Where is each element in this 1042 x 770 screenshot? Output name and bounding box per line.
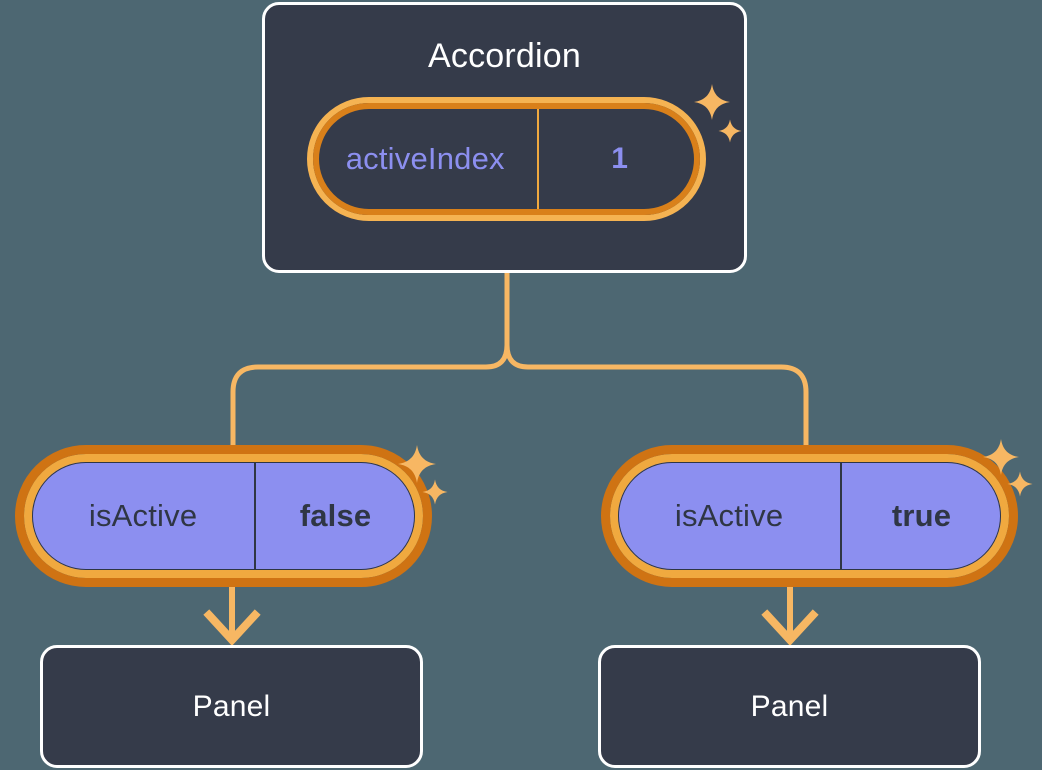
state-pill-key: activeIndex <box>345 141 505 176</box>
state-pill-divider <box>537 103 540 215</box>
sparkle-icon-left-small <box>421 478 449 506</box>
sparkle-icon-right-small <box>1006 470 1034 498</box>
wire-branch-left <box>230 344 510 458</box>
state-pill-isactive-left[interactable]: isActive false <box>15 445 432 587</box>
state-pill-value: false <box>299 498 372 533</box>
wire-branch-right <box>504 344 809 458</box>
state-pill-key: isActive <box>674 498 784 533</box>
component-card-panel-left[interactable]: Panel <box>40 645 423 768</box>
wire-arrow-right-head <box>761 609 819 646</box>
component-title-accordion: Accordion <box>428 37 581 75</box>
state-pill-divider <box>254 462 257 570</box>
state-pill-divider <box>840 462 843 570</box>
state-pill-isactive-right[interactable]: isActive true <box>601 445 1018 587</box>
wire-arrow-left-head <box>203 609 261 646</box>
component-card-panel-right[interactable]: Panel <box>598 645 981 768</box>
state-pill-activeindex[interactable]: activeIndex 1 <box>307 97 706 221</box>
component-title-panel: Panel <box>192 689 271 723</box>
component-title-panel: Panel <box>750 689 829 723</box>
state-pill-key: isActive <box>88 498 198 533</box>
state-pill-value: true <box>891 498 952 533</box>
state-pill-value: 1 <box>611 142 629 175</box>
